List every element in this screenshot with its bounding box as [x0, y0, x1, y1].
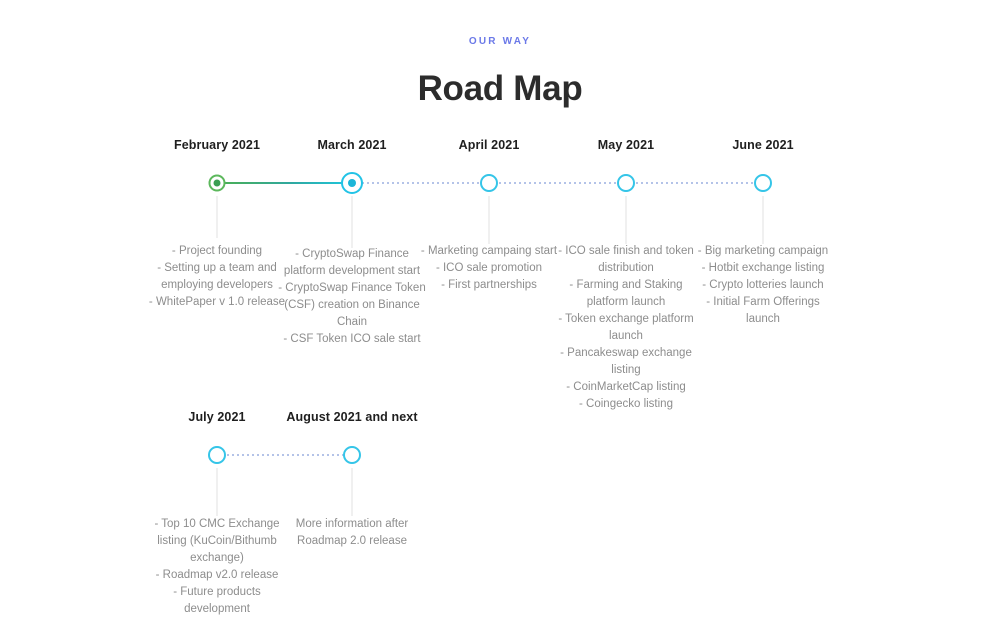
- milestone-items: - CryptoSwap Finance platform developmen…: [277, 246, 427, 348]
- milestone-stem: [762, 196, 764, 244]
- timeline-connector-solid: [217, 182, 352, 184]
- timeline-connector-dotted: [352, 182, 489, 184]
- milestone-items: More information after Roadmap 2.0 relea…: [277, 516, 427, 550]
- milestone-item: - CryptoSwap Finance platform developmen…: [283, 248, 421, 278]
- milestone-item: - Marketing campaing start: [420, 245, 558, 257]
- milestone-month-label: June 2021: [732, 138, 794, 152]
- milestone-month-label: May 2021: [597, 138, 655, 152]
- page-title: Road Map: [417, 69, 583, 108]
- timeline-connector-dotted: [489, 182, 626, 184]
- cyan-filled-node-icon[interactable]: [341, 172, 363, 194]
- milestone-month-label: August 2021 and next: [286, 410, 418, 424]
- milestone-item: - CSF Token ICO sale start: [283, 333, 421, 346]
- milestone-item: - Top 10 CMC Exchange listing (KuCoin/Bi…: [154, 518, 280, 565]
- milestone-item: - Roadmap v2.0 release: [155, 569, 279, 582]
- section-eyebrow: OUR WAY: [468, 36, 532, 47]
- milestone-item: - Token exchange platform launch: [558, 313, 694, 343]
- milestone-month-label: February 2021: [173, 138, 261, 152]
- milestone-item: - Pancakeswap exchange listing: [560, 347, 692, 377]
- timeline-connector-dotted: [217, 454, 352, 456]
- timeline-connector-dotted: [626, 182, 763, 184]
- milestone-stem: [216, 196, 218, 238]
- milestone-item: - Farming and Staking platform launch: [569, 279, 683, 309]
- milestone-stem: [351, 196, 353, 248]
- milestone-items: - Marketing campaing start - ICO sale pro…: [414, 243, 564, 294]
- milestone-item: - Hotbit exchange listing: [701, 262, 825, 275]
- cyan-hollow-node-icon[interactable]: [480, 174, 498, 192]
- milestone-item: - First partnerships: [441, 279, 537, 292]
- milestone-items: - Top 10 CMC Exchange listing (KuCoin/Bi…: [142, 516, 292, 618]
- node-inner-dot-icon: [348, 179, 356, 187]
- milestone-item: - Coingecko listing: [579, 398, 673, 411]
- milestone-item: - CryptoSwap Finance Token (CSF) creatio…: [278, 282, 426, 329]
- milestone-month-label: April 2021: [458, 138, 520, 152]
- cyan-hollow-node-icon[interactable]: [617, 174, 635, 192]
- milestone-item: - WhitePaper v 1.0 release: [148, 296, 286, 309]
- milestone-item: - Project founding: [171, 245, 263, 257]
- milestone-item: - Crypto lotteries launch: [702, 279, 824, 292]
- milestone-item: - CoinMarketCap listing: [566, 381, 686, 394]
- milestone-item: - Setting up a team and employing develo…: [157, 262, 277, 292]
- cyan-hollow-node-icon[interactable]: [754, 174, 772, 192]
- milestone-stem: [216, 468, 218, 516]
- milestone-item: - Initial Farm Offerings launch: [706, 296, 820, 326]
- page-header: OUR WAY Road Map: [0, 0, 1000, 109]
- milestone-stem: [351, 468, 353, 516]
- milestone-month-label: July 2021: [188, 410, 246, 424]
- milestone-item: - ICO sale finish and token distribution: [558, 245, 694, 275]
- milestone-item: - ICO sale promotion: [435, 262, 543, 275]
- milestone-items: - Project founding - Setting up a team an…: [142, 243, 292, 311]
- milestone-item: - Future products development: [173, 586, 261, 616]
- cyan-hollow-node-icon[interactable]: [208, 446, 226, 464]
- green-filled-node-icon[interactable]: [208, 174, 226, 192]
- milestone-item: - Big marketing campaign: [697, 245, 829, 257]
- node-inner-dot-icon: [213, 179, 221, 187]
- milestone-month-label: March 2021: [317, 138, 387, 152]
- milestone-items: - Big marketing campaign - Hotbit exchang…: [688, 243, 838, 328]
- milestone-item: More information after Roadmap 2.0 relea…: [295, 518, 409, 548]
- milestone-stem: [488, 196, 490, 244]
- milestone-stem: [625, 196, 627, 244]
- milestone-items: - ICO sale finish and token distribution…: [551, 243, 701, 413]
- cyan-hollow-node-icon[interactable]: [343, 446, 361, 464]
